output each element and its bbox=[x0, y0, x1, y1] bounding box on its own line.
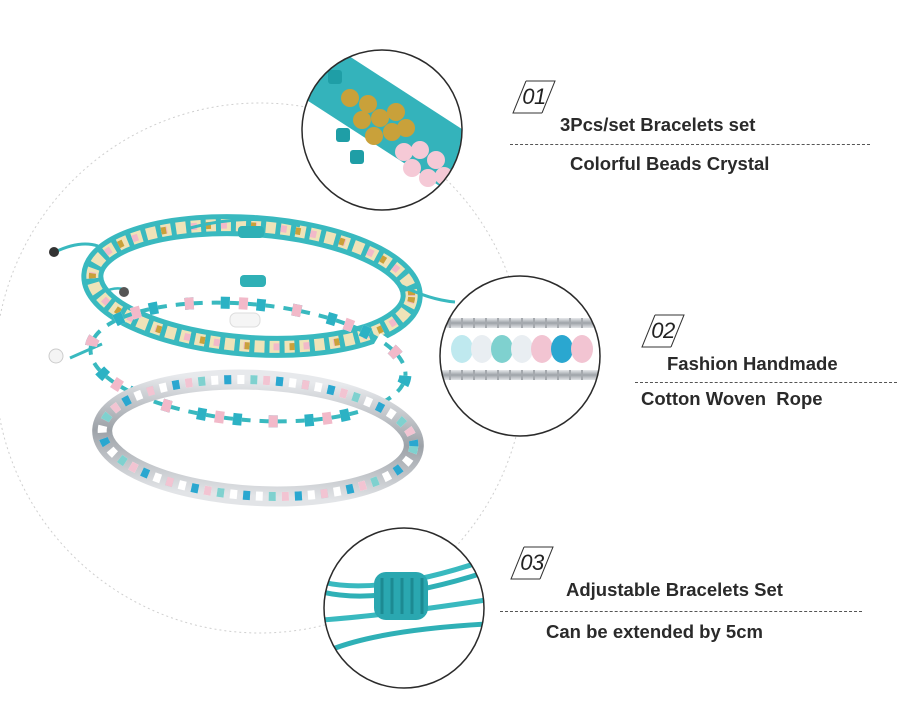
feature-number-badge-2: 02 bbox=[641, 314, 685, 348]
feature-subtitle-1: Colorful Beads Crystal bbox=[570, 153, 770, 174]
feature-title-1: 3Pcs/set Bracelets set bbox=[560, 114, 756, 135]
feature-number-badge-1: 01 bbox=[512, 80, 556, 114]
detail-circle-1 bbox=[302, 50, 462, 210]
feature-number-1: 01 bbox=[522, 84, 546, 109]
feature-divider-1 bbox=[510, 144, 870, 145]
feature-number-3: 03 bbox=[520, 550, 544, 575]
feature-subtitle-2: Cotton Woven Rope bbox=[641, 388, 823, 409]
feature-number-2: 02 bbox=[651, 318, 675, 343]
detail-circle-2 bbox=[440, 276, 600, 436]
detail-circle-3 bbox=[324, 528, 484, 688]
feature-title-3: Adjustable Bracelets Set bbox=[566, 579, 783, 600]
feature-subtitle-3: Can be extended by 5cm bbox=[546, 621, 763, 642]
feature-title-2: Fashion Handmade bbox=[667, 353, 838, 374]
feature-divider-2 bbox=[635, 382, 897, 383]
feature-divider-3 bbox=[500, 611, 862, 612]
feature-number-badge-3: 03 bbox=[510, 546, 554, 580]
bracelets-image bbox=[48, 214, 456, 507]
